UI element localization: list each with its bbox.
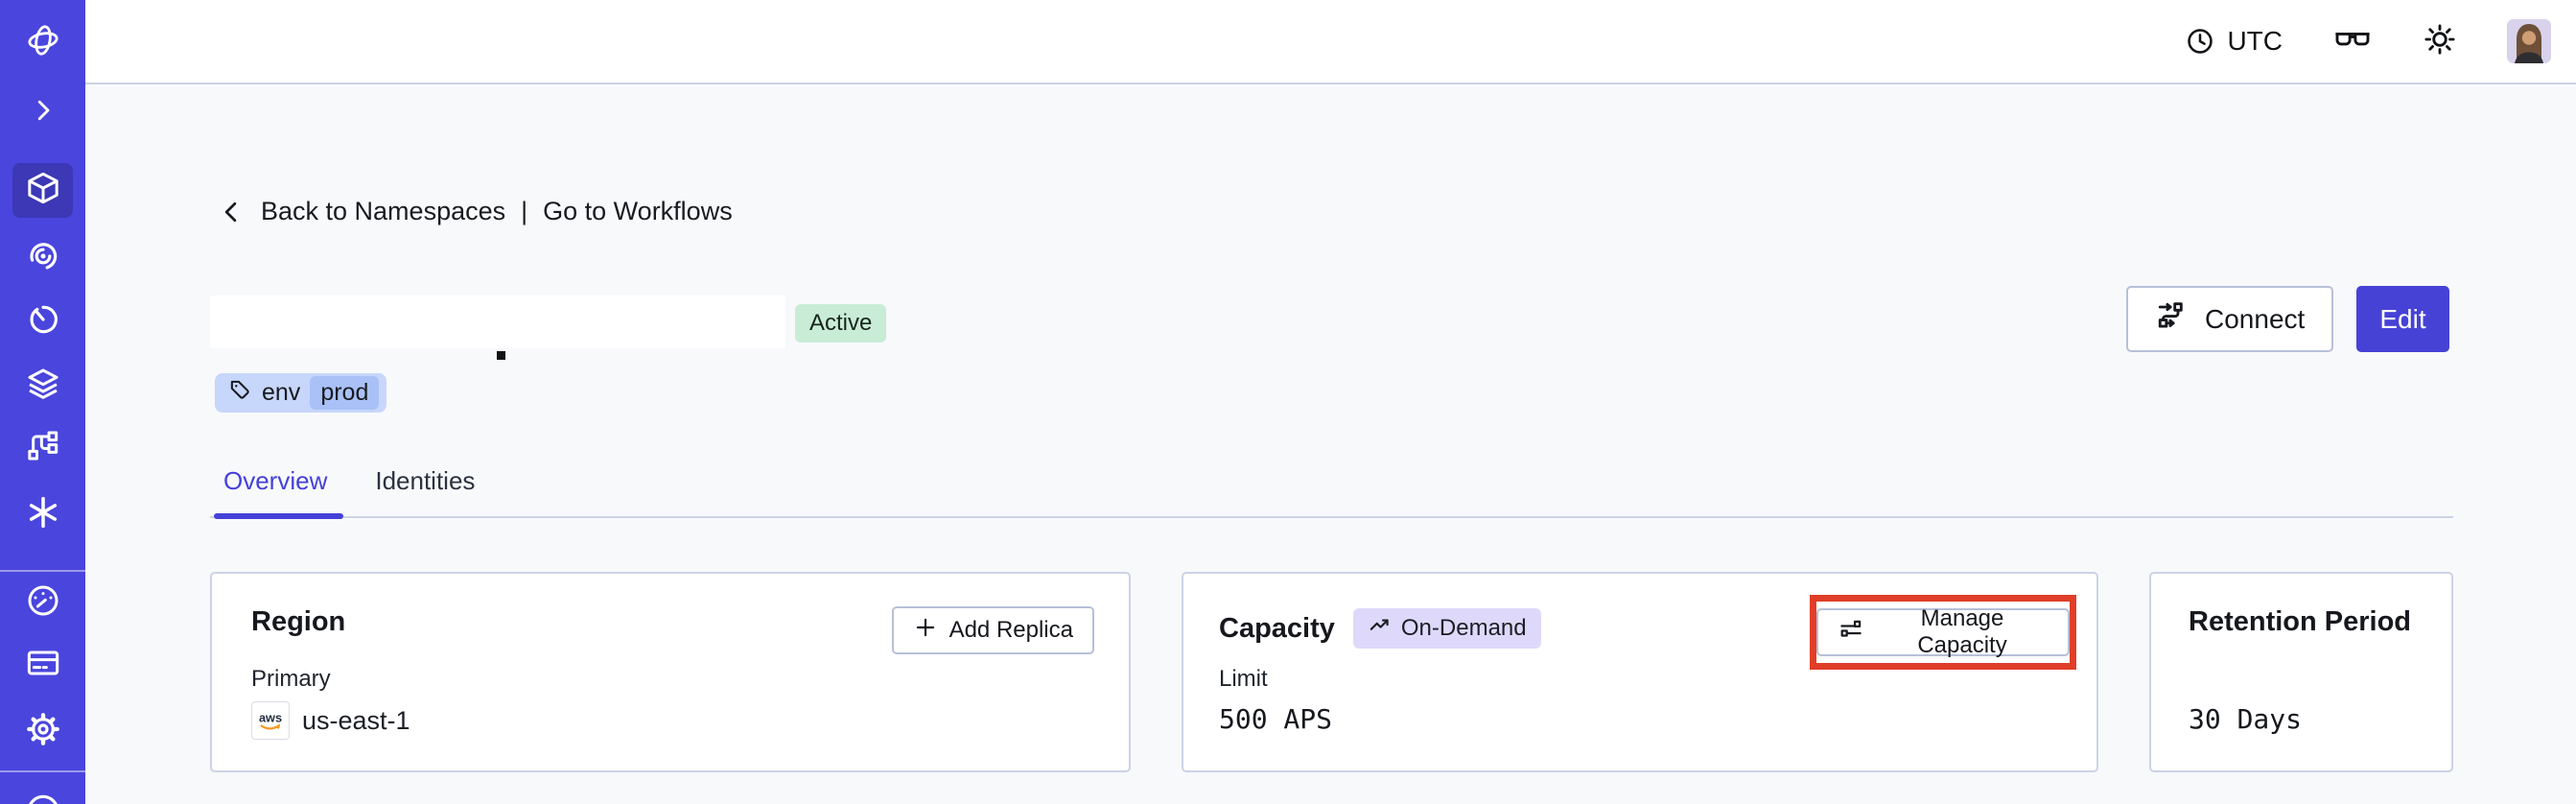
region-card-title: Region (251, 606, 346, 637)
retention-card-title: Retention Period (2189, 606, 2412, 637)
breadcrumb-separator: | (521, 197, 528, 225)
ondemand-badge: On-Demand (1352, 608, 1541, 649)
timezone-selector[interactable]: UTC (2185, 26, 2283, 57)
namespace-name-redacted (210, 296, 785, 348)
connect-button[interactable]: Connect (2126, 286, 2334, 352)
region-value: us-east-1 (302, 705, 410, 735)
breadcrumb-workflows-link[interactable]: Go to Workflows (543, 197, 733, 225)
namespace-tag: env prod (215, 373, 387, 413)
capacity-card-title: Capacity (1219, 612, 1335, 644)
back-chevron-icon[interactable] (219, 199, 246, 225)
edit-button-label: Edit (2379, 303, 2426, 334)
sidebar-expand-chevron-icon[interactable] (22, 89, 64, 131)
add-replica-label: Add Replica (948, 617, 1073, 643)
trending-up-icon (1368, 613, 1393, 645)
primary-region-row: aws us-east-1 (251, 701, 410, 740)
capacity-card: Capacity On-Demand Ma (1182, 572, 2098, 772)
sidebar-item-batch-operations[interactable] (22, 425, 64, 467)
capacity-value: 500 APS (1219, 703, 1333, 735)
sliders-icon (1838, 616, 1864, 650)
timezone-label: UTC (2227, 26, 2283, 56)
retention-value: 30 Days (2189, 703, 2303, 735)
glasses-icon (2332, 24, 2373, 59)
sidebar-item-billing[interactable] (22, 642, 64, 684)
tabs-divider (210, 516, 2453, 518)
edit-button[interactable]: Edit (2356, 286, 2449, 352)
limit-label: Limit (1219, 666, 1268, 692)
sidebar-divider (0, 770, 85, 772)
tab-identities[interactable]: Identities (375, 466, 476, 495)
manage-capacity-button[interactable]: Manage Capacity (1816, 605, 2070, 658)
tabs-active-indicator (214, 513, 343, 519)
sidebar (0, 0, 85, 804)
redaction-artifact-dot (497, 351, 505, 360)
capacity-title-row: Capacity On-Demand (1219, 608, 1541, 649)
temporal-logo-icon[interactable] (22, 19, 64, 61)
theme-toggle[interactable] (2423, 22, 2457, 61)
plus-icon (913, 615, 938, 647)
retention-card: Retention Period 30 Days (2149, 572, 2453, 772)
tab-overview[interactable]: Overview (223, 466, 328, 495)
region-card: Region Add Replica Primary aws us-east-1 (210, 572, 1131, 772)
connect-icon (2155, 298, 2190, 340)
primary-label: Primary (251, 666, 331, 692)
breadcrumb: Back to Namespaces | Go to Workflows (219, 197, 733, 226)
connect-button-label: Connect (2205, 303, 2306, 334)
user-avatar[interactable] (2507, 19, 2551, 63)
clock-icon (2185, 26, 2215, 57)
topbar: UTC (85, 0, 2576, 84)
sun-icon (2423, 22, 2457, 61)
svg-text:aws: aws (259, 711, 282, 725)
tab-bar: Overview Identities (223, 466, 475, 496)
sidebar-item-nexus[interactable] (22, 235, 64, 277)
labs-toggle[interactable] (2332, 24, 2373, 59)
red-annotation-box: Manage Capacity (1810, 595, 2076, 670)
namespaces-cube-icon (24, 169, 62, 212)
sidebar-item-deployments[interactable] (22, 363, 64, 405)
sidebar-item-namespaces[interactable] (12, 163, 73, 218)
sidebar-divider (0, 570, 85, 572)
manage-capacity-label: Manage Capacity (1917, 605, 2007, 658)
aws-logo-icon: aws (251, 701, 290, 740)
sidebar-item-account[interactable] (22, 787, 64, 804)
sidebar-item-schedules[interactable] (22, 298, 64, 341)
sidebar-item-usage[interactable] (22, 579, 64, 622)
add-replica-button[interactable]: Add Replica (891, 606, 1094, 654)
status-badge: Active (795, 304, 887, 343)
breadcrumb-back-link[interactable]: Back to Namespaces (261, 197, 506, 225)
tag-icon (227, 377, 252, 409)
tag-value-chip: prod (310, 376, 380, 410)
sidebar-item-asterisk[interactable] (22, 491, 64, 533)
tag-key: env (262, 379, 301, 406)
ondemand-badge-label: On-Demand (1400, 615, 1527, 641)
sidebar-item-settings[interactable] (22, 708, 64, 750)
